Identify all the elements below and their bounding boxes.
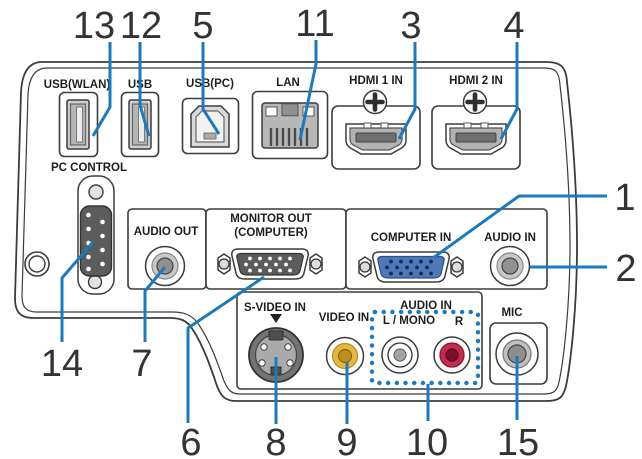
monitor-out-label-line2: (COMPUTER) <box>234 227 308 239</box>
mic-port <box>495 332 539 376</box>
callout-line-7 <box>143 266 167 342</box>
audio-in-lr-label: AUDIO IN <box>400 300 452 312</box>
callout-line-6 <box>186 275 265 423</box>
hdmi2-screw-icon <box>462 89 488 115</box>
hdmi2-port <box>445 122 507 155</box>
callout-number-3: 3 <box>400 5 421 47</box>
callout-number-7: 7 <box>131 343 152 385</box>
callout-line-11 <box>298 40 318 141</box>
audio-in-label: AUDIO IN <box>484 232 536 244</box>
computer-in-port <box>358 251 464 283</box>
hdmi1-label: HDMI 1 IN <box>349 75 403 87</box>
video-in-port <box>325 336 365 376</box>
audio-out-label: AUDIO OUT <box>134 226 199 238</box>
callout-number-2: 2 <box>615 248 636 290</box>
callout-line-13 <box>91 42 112 137</box>
usb-wlan-port <box>66 99 90 150</box>
lan-port <box>261 102 319 149</box>
monitor-out-port <box>217 248 323 280</box>
usb-wlan-label: USB(WLAN) <box>44 79 111 91</box>
audio-in-r-port <box>433 336 471 374</box>
callout-number-10: 10 <box>406 422 448 459</box>
usb-pc-label: USB(PC) <box>186 78 234 90</box>
usb-pc-port <box>190 105 230 148</box>
chassis-screw-hole <box>24 251 50 277</box>
callout-number-9: 9 <box>336 422 357 459</box>
monitor-out-label-line1: MONITOR OUT <box>230 213 312 225</box>
audio-in-lr-dotted-box <box>369 309 481 386</box>
callout-number-1: 1 <box>614 177 635 219</box>
callout-number-5: 5 <box>192 5 213 47</box>
callout-line-5 <box>201 42 221 135</box>
audio-out-port <box>144 245 186 287</box>
callout-line-4 <box>499 42 519 140</box>
callout-line-12 <box>138 42 151 137</box>
callout-number-14: 14 <box>41 343 83 385</box>
l-mono-label: L / MONO <box>383 315 435 327</box>
pc-control-port <box>77 175 115 295</box>
pc-control-label: PC CONTROL <box>51 162 127 174</box>
callout-number-4: 4 <box>503 5 524 47</box>
mic-label: MIC <box>501 307 522 319</box>
callout-number-13: 13 <box>73 5 115 47</box>
hdmi2-label: HDMI 2 IN <box>449 75 503 87</box>
lan-label: LAN <box>276 77 300 89</box>
callout-line-3 <box>397 42 417 140</box>
video-in-label: VIDEO IN <box>319 312 369 324</box>
callout-number-8: 8 <box>265 422 286 459</box>
hdmi1-screw-icon <box>362 89 388 115</box>
callout-number-6: 6 <box>180 422 201 459</box>
computer-in-label: COMPUTER IN <box>371 232 452 244</box>
s-video-in-label: S-VIDEO IN <box>244 302 306 314</box>
callout-number-12: 12 <box>120 5 162 47</box>
audio-in-port <box>489 245 531 287</box>
callout-line-14 <box>60 241 95 342</box>
callout-number-15: 15 <box>497 422 539 459</box>
r-label: R <box>455 316 464 328</box>
audio-in-l-port <box>381 336 419 374</box>
callout-line-1 <box>432 194 607 260</box>
projector-body-inner-line <box>21 67 571 395</box>
hdmi1-port <box>345 122 407 155</box>
callout-number-11: 11 <box>295 3 334 45</box>
